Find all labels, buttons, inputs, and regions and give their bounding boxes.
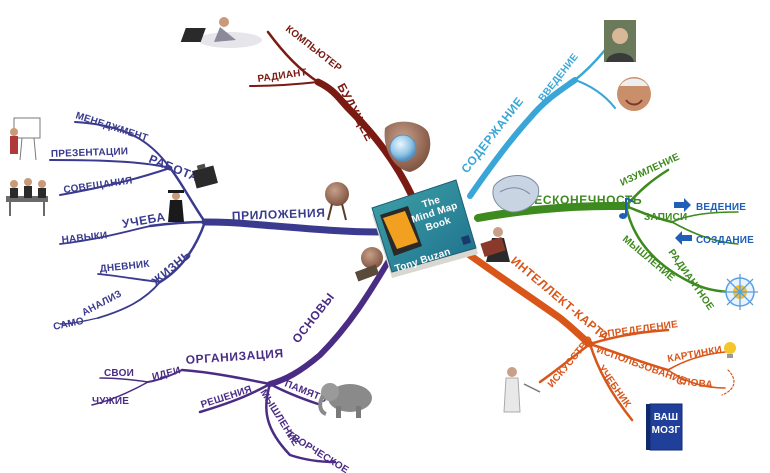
elephant-icon [318, 383, 372, 418]
infinity-radiant-label: РАДИАНТНОЕ [666, 247, 716, 312]
future-label: БУДУЩЕЕ [334, 81, 376, 144]
future-radiant-label: РАДИАНТ [257, 67, 308, 85]
applications-work-label: РАБОТА [147, 152, 201, 185]
life-analysis-label: АНАЛИЗ [80, 289, 124, 319]
notes-lead-label: ВЕДЕНИЕ [696, 202, 746, 213]
branch-future: БУДУЩЕЕ КОМПЬЮТЕР РАДИАНТ [180, 17, 431, 200]
work-meetings-label: СОВЕЩАНИЯ [63, 175, 133, 196]
future-computer-label: КОМПЬЮТЕР [283, 24, 343, 75]
reading-brain-icon [354, 247, 383, 282]
mindmap-definition-label: ОПРЕДЕЛЕНИЕ [599, 319, 679, 341]
infinity-notes-label: ЗАПИСИ [644, 212, 687, 223]
mindmap-pictures-label: КАРТИНКИ [667, 345, 723, 365]
smiling-man-icon [617, 77, 651, 111]
graduate-icon [168, 190, 184, 222]
basics-own-label: СВОИ [104, 368, 134, 379]
life-diary-label: ДНЕВНИК [99, 259, 151, 275]
basics-others-label: ЧУЖИЕ [92, 396, 129, 407]
study-skills-label: НАВЫКИ [61, 230, 108, 246]
mindmap-art-label: ИСКУССТВО [546, 334, 595, 390]
your-brain-book-line1: ВАШ [654, 412, 679, 423]
life-self-label: САМО- [52, 315, 88, 333]
basics-label: ОСНОВЫ [289, 290, 337, 346]
laptop-person-icon [180, 17, 262, 48]
infinity-thinking-label: МЫШЛЕНИЕ [620, 234, 677, 284]
work-presentations-label: ПРЕЗЕНТАЦИИ [51, 146, 129, 160]
brain-sketch-icon [492, 175, 540, 213]
notes-create-label: СОЗДАНИЕ [696, 235, 754, 246]
your-brain-book-line2: МОЗГ [652, 425, 681, 436]
work-management-label: МЕНЕДЖМЕНТ [74, 110, 149, 144]
applications-life-label: ЖИЗНЬ [148, 247, 194, 289]
mindmap-label: ИНТЕЛЛЕКТ-КАРТА [508, 254, 612, 345]
arrow-right-icon [674, 198, 691, 212]
branch-mindmap: ИНТЕЛЛЕКТ-КАРТА ОПРЕДЕЛЕНИЕ ИСПОЛЬЗОВАНИ… [456, 227, 736, 451]
mindmap-words-label: СЛОВА [676, 376, 714, 391]
briefcase-icon [192, 163, 218, 189]
basics-ideas-label: ИДЕИ [151, 365, 182, 383]
central-book-image: The Mind Map Book Tony Buzan [371, 179, 478, 278]
lightbulb-icon [724, 342, 736, 358]
arrow-left-icon [675, 231, 692, 245]
infinity-label: БЕСКОНЕЧНОСТЬ [525, 193, 642, 207]
basics-creative-label: ТВОРЧЕСКОЕ [284, 429, 350, 473]
presenter-board-icon [10, 117, 41, 161]
book-title-line1: The [421, 194, 442, 210]
branch-basics: ОСНОВЫ ОРГАНИЗАЦИЯ ИДЕИ СВОИ ЧУЖИЕ РЕШЕН… [91, 247, 391, 473]
branch-contents: СОДЕРЖАНИЕ ВВЕДЕНИЕ [458, 20, 651, 199]
meeting-group-icon [6, 178, 48, 216]
mindmap-textbook-label: УЧЕБНИК [596, 363, 634, 410]
music-note-icon [619, 197, 635, 219]
radiant-brain-icon [722, 274, 758, 310]
thinker-person-icon [480, 227, 510, 262]
your-brain-book-icon: ВАШ МОЗГ [646, 403, 683, 451]
brain-globe-icon [384, 121, 431, 172]
applications-label: ПРИЛОЖЕНИЯ [232, 206, 326, 223]
basics-organization-label: ОРГАНИЗАЦИЯ [185, 346, 284, 367]
artist-icon [503, 367, 541, 413]
author-portrait-icon [604, 20, 636, 62]
walking-brain-icon [325, 182, 349, 221]
